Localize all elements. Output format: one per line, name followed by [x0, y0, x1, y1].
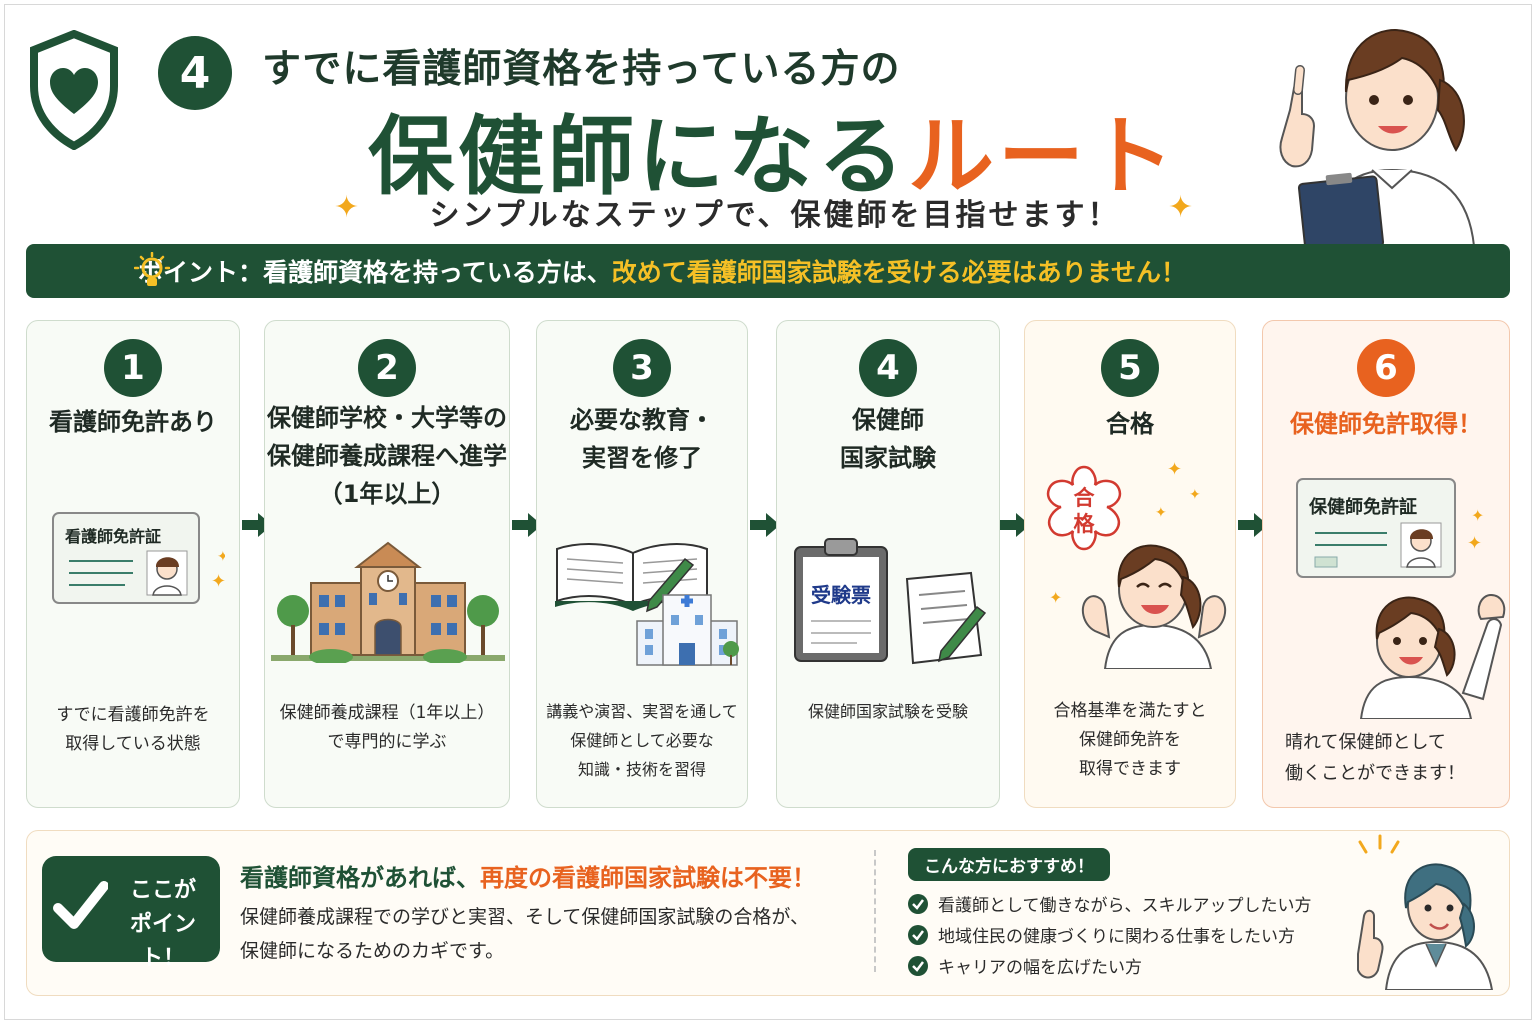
step-number: 5	[1101, 339, 1159, 397]
arrow-right-icon	[750, 513, 780, 537]
step-title: 看護師免許あり	[49, 408, 217, 436]
advisor-pointing-illustration	[1357, 834, 1494, 990]
point-banner: ポイント：看護師資格を持っている方は、改めて看護師国家試験を受ける必要はありませ…	[26, 244, 1510, 298]
key-point-headline: 看護師資格があれば、再度の看護師国家試験は不要！	[240, 858, 816, 893]
book-and-hospital-icon	[555, 543, 739, 666]
lightbulb-icon	[134, 252, 170, 286]
svg-text:✦: ✦	[1467, 533, 1482, 554]
recommend-item: キャリアの幅を広げたい方	[908, 950, 1312, 981]
recommend-item: 看護師として働きながら、スキルアップしたい方	[908, 888, 1312, 919]
step-number: 3	[613, 339, 671, 397]
recommend-item-text: 地域住民の健康づくりに関わる仕事をしたい方	[938, 927, 1295, 947]
step-description: すでに看護師免許を 取得している状態	[56, 705, 210, 754]
sparkle-icon: ✦	[1168, 190, 1194, 225]
key-point-badge-text: ここが ポイント！	[129, 878, 196, 971]
title-main: 保健師になる	[368, 107, 908, 207]
tagline: シンプルなステップで、保健師を目指せます！	[429, 198, 1121, 233]
key-point-badge	[42, 856, 220, 962]
step-4-card: 4 保健師 国家試験 受験票 保健師国家試験を受験	[776, 320, 1000, 808]
recommend-item: 地域住民の健康づくりに関わる仕事をしたい方	[908, 919, 1312, 950]
page-subtitle: すでに看護師資格を持っている方の	[262, 47, 901, 92]
title-accent: ルート	[908, 107, 1178, 207]
step-description: 保健師国家試験を受験	[807, 702, 968, 721]
svg-text:✦: ✦	[217, 549, 225, 565]
section-divider	[874, 850, 876, 972]
step-3-card: 3 必要な教育・ 実習を修了 講義や演習、実習を通して 保健師として必要な 知識…	[536, 320, 748, 808]
step-description: 晴れて保健師として 働くことができます！	[1285, 732, 1465, 784]
check-mark-icon	[53, 881, 108, 929]
arrow-right-icon	[512, 513, 542, 537]
check-circle-icon	[908, 924, 928, 945]
step-1-card: 1 看護師免許あり ✦ ✦ 看護師免許証 すでに看護師免許を 取得している状態	[26, 320, 240, 808]
headline-highlight: 再度の看護師国家試験は不要！	[480, 864, 816, 892]
license-card-icon: ✦ ✦	[1296, 478, 1484, 578]
svg-text:✦: ✦	[211, 571, 225, 592]
exam-ticket-illustration: 受験票	[791, 535, 991, 665]
nurse-license-card: ✦ ✦ 看護師免許証	[51, 511, 225, 607]
svg-text:✦: ✦	[1049, 588, 1062, 607]
nurse-pointing-illustration	[1279, 29, 1476, 246]
step-number: 4	[859, 339, 917, 397]
svg-text:✦: ✦	[1167, 459, 1182, 480]
headline-prefix: 看護師資格があれば、	[240, 864, 480, 892]
school-building-icon	[271, 541, 505, 663]
key-point-panel	[26, 830, 1510, 996]
recommend-item-text: 看護師として働きながら、スキルアップしたい方	[938, 896, 1312, 916]
step-2-card: 2 保健師学校・大学等の 保健師養成課程へ進学 （1年以上） 保健師養成課程（1…	[264, 320, 510, 808]
step-number: 2	[358, 339, 416, 397]
point-highlight: 改めて看護師国家試験を受ける必要はありません！	[611, 258, 1187, 287]
step-title: 必要な教育・ 実習を修了	[570, 406, 714, 472]
step-title: 保健師免許取得！	[1290, 410, 1482, 438]
page-title: 保健師になるルート	[368, 86, 1178, 211]
check-circle-icon	[908, 955, 928, 976]
page-frame	[4, 4, 1532, 1020]
recommend-list: 看護師として働きながら、スキルアップしたい方 地域住民の健康づくりに関わる仕事を…	[908, 888, 1312, 981]
license-card-icon: ✦ ✦	[52, 512, 225, 604]
shield-heart-icon	[30, 30, 118, 150]
license-card-label: 看護師免許証	[65, 527, 162, 546]
recommend-item-text: キャリアの幅を広げたい方	[938, 958, 1142, 978]
step-description: 保健師養成課程（1年以上） で専門的に学ぶ	[279, 703, 495, 752]
check-circle-icon	[908, 893, 928, 914]
svg-text:✦: ✦	[1155, 505, 1167, 521]
step-5-card: 5 合格 合 格 ✦ ✦ ✦ ✦ 合格基準を満たすと 保健師免許を 取得できます	[1024, 320, 1236, 808]
pass-stamp-label: 合 格	[1073, 486, 1095, 536]
key-point-body: 保健師養成課程での学びと実習、そして保健師国家試験の合格が、 保健師になるための…	[240, 906, 810, 962]
svg-text:✦: ✦	[1471, 506, 1484, 525]
point-prefix: ポイント：看護師資格を持っている方は、	[138, 258, 612, 287]
public-health-license-card: ✦ ✦ 保健師免許証	[1295, 477, 1495, 581]
step-title: 保健師学校・大学等の 保健師養成課程へ進学 （1年以上）	[267, 404, 507, 508]
celebrating-nurse-illustration: ✦ ✦ ✦ ✦	[1049, 459, 1227, 669]
recommend-title: こんな方におすすめ！	[908, 848, 1110, 881]
exam-ticket-label: 受験票	[811, 583, 871, 607]
step-number: 1	[104, 339, 162, 397]
step-description: 合格基準を満たすと 保健師免許を 取得できます	[1053, 701, 1207, 779]
license-card-label: 保健師免許証	[1309, 497, 1417, 518]
step-title: 保健師 国家試験	[840, 406, 936, 472]
svg-text:✦: ✦	[1189, 487, 1201, 503]
arrow-right-icon	[1000, 513, 1030, 537]
sparkle-icon: ✦	[334, 190, 360, 225]
step-number: 6	[1357, 339, 1415, 397]
step-title: 合格	[1106, 410, 1154, 438]
step-6-card: 6 保健師免許取得！ ✦ ✦ 保健師免許証 晴れて保健師として 働くことができま…	[1262, 320, 1510, 808]
sakura-stamp-icon	[1046, 465, 1122, 551]
route-number-badge: 4	[158, 36, 232, 110]
step-description: 講義や演習、実習を通して 保健師として必要な 知識・技術を習得	[546, 702, 738, 779]
clipboard-icon	[794, 538, 987, 665]
arrow-right-icon	[1238, 513, 1268, 537]
nurse-cheering-illustration	[1359, 593, 1506, 719]
